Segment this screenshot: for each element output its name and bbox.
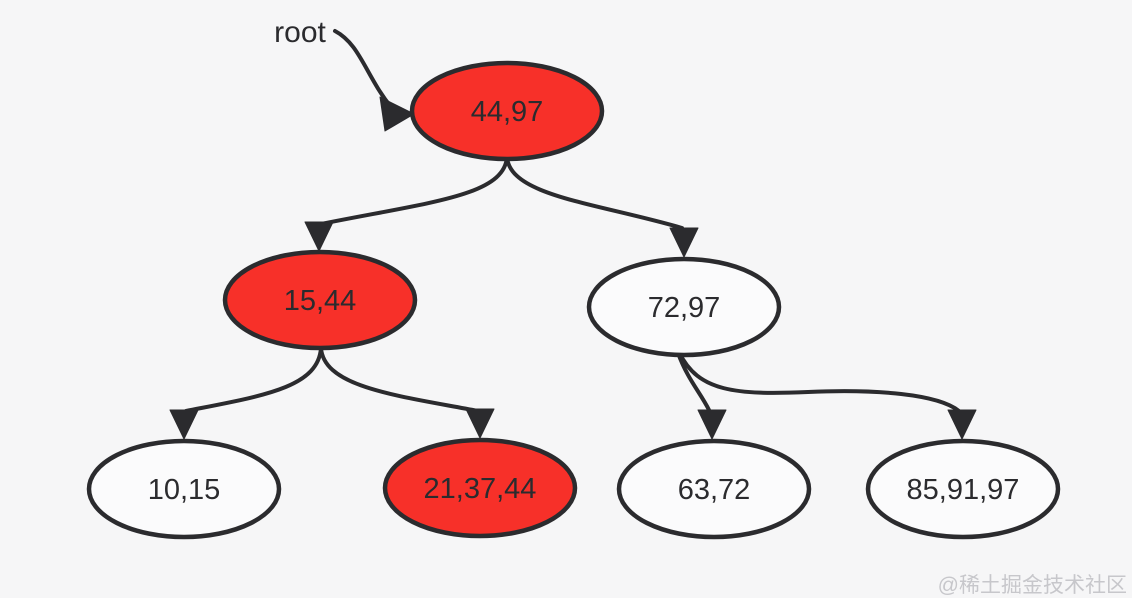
edge-left-to-leftleft (184, 346, 323, 413)
edge-root-to-right (505, 155, 684, 230)
node-label: 85,91,97 (907, 474, 1020, 506)
tree-node-right: 72,97 (586, 256, 782, 358)
node-ellipse (409, 60, 605, 162)
edge-left-to-leftright (319, 346, 480, 413)
node-label: 72,97 (648, 292, 721, 324)
node-ellipse (222, 249, 418, 351)
arrowhead-down-icon (697, 409, 727, 440)
edge-root-to-left (319, 155, 509, 226)
tree-node-left-left: 10,15 (86, 438, 282, 540)
arrowhead-down-icon (947, 409, 977, 440)
edge-right-to-rightleft (676, 351, 711, 412)
tree-node-right-right: 85,91,97 (865, 438, 1061, 540)
tree-node-right-left: 63,72 (616, 438, 812, 540)
node-ellipse (86, 438, 282, 540)
edge-right-to-rightright (677, 350, 961, 413)
arrowhead-down-icon (669, 227, 699, 258)
node-label: 44,97 (471, 96, 544, 128)
node-ellipse (616, 438, 812, 540)
tree-node-root: 44,97 (409, 60, 605, 162)
watermark-text: @稀土掘金技术社区 (938, 574, 1127, 597)
node-label: 15,44 (284, 285, 357, 317)
node-ellipse (586, 256, 782, 358)
node-label: 63,72 (678, 474, 751, 506)
arrowhead-right-icon (379, 96, 415, 132)
arrowhead-down-icon (465, 408, 495, 439)
node-ellipse (865, 438, 1061, 540)
tree-node-left: 15,44 (222, 249, 418, 351)
tree-node-left-right: 21,37,44 (382, 437, 578, 539)
root-pointer-label: root (274, 16, 326, 49)
node-ellipse (382, 437, 578, 539)
node-label: 21,37,44 (424, 473, 537, 505)
node-label: 10,15 (148, 474, 221, 506)
arrowhead-down-icon (304, 221, 334, 252)
arrowhead-down-icon (169, 409, 199, 440)
root-pointer-arrow-line (333, 29, 393, 109)
